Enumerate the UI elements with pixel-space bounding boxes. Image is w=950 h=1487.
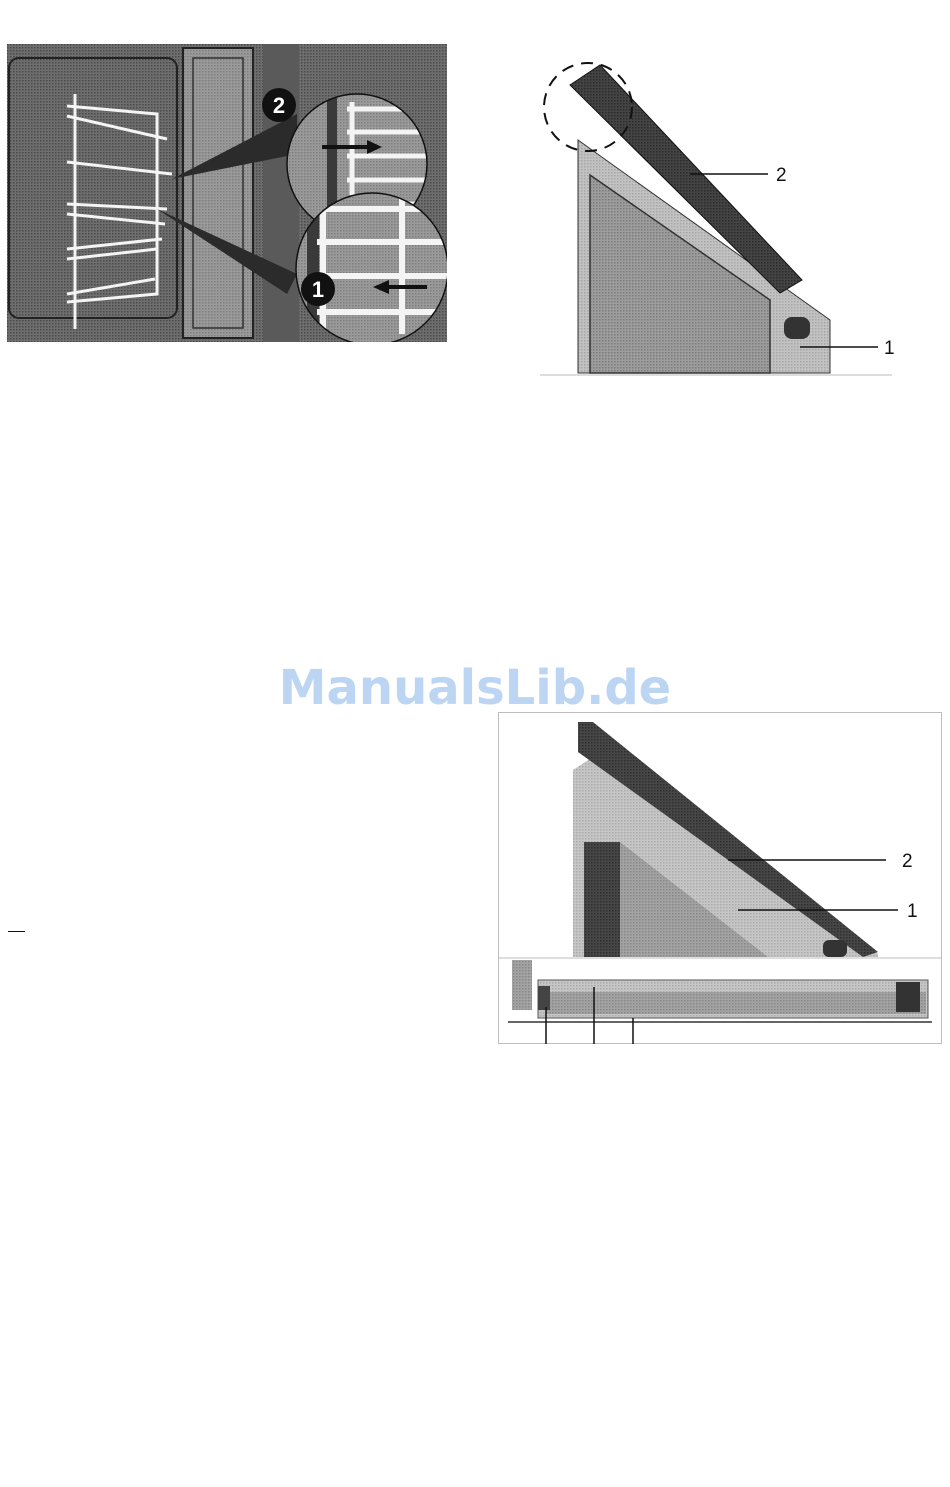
door-top-trim-illustration: 2 1: [530, 55, 900, 380]
hinge-bracket: [512, 960, 532, 1010]
door-side-frame: [584, 842, 620, 957]
callout-label-1: 1: [884, 338, 895, 359]
figure-rack-removal: 2 1: [7, 44, 447, 342]
step-2-label: 2: [273, 93, 285, 118]
callout-label-1: 1: [907, 901, 918, 922]
door-glass-illustration: 2 1: [498, 712, 942, 1044]
figure-door-top-trim: 2 1: [530, 55, 900, 380]
door-clip: [538, 986, 550, 1010]
door-hinge-corner: [784, 317, 810, 339]
callout-label-2: 2: [902, 851, 913, 872]
margin-rule: [8, 931, 25, 932]
door-hinge-corner: [823, 940, 847, 957]
door-end-cap: [896, 982, 920, 1012]
callout-label-2: 2: [776, 165, 787, 186]
step-2-badge: 2: [262, 88, 296, 122]
step-1-label: 1: [312, 277, 324, 302]
step-1-badge: 1: [301, 272, 335, 306]
glass-section: [546, 992, 926, 1014]
figure-door-glass: 2 1: [498, 712, 942, 1044]
watermark: ManualsLib.de: [0, 660, 950, 716]
rack-removal-illustration: 2 1: [7, 44, 447, 342]
